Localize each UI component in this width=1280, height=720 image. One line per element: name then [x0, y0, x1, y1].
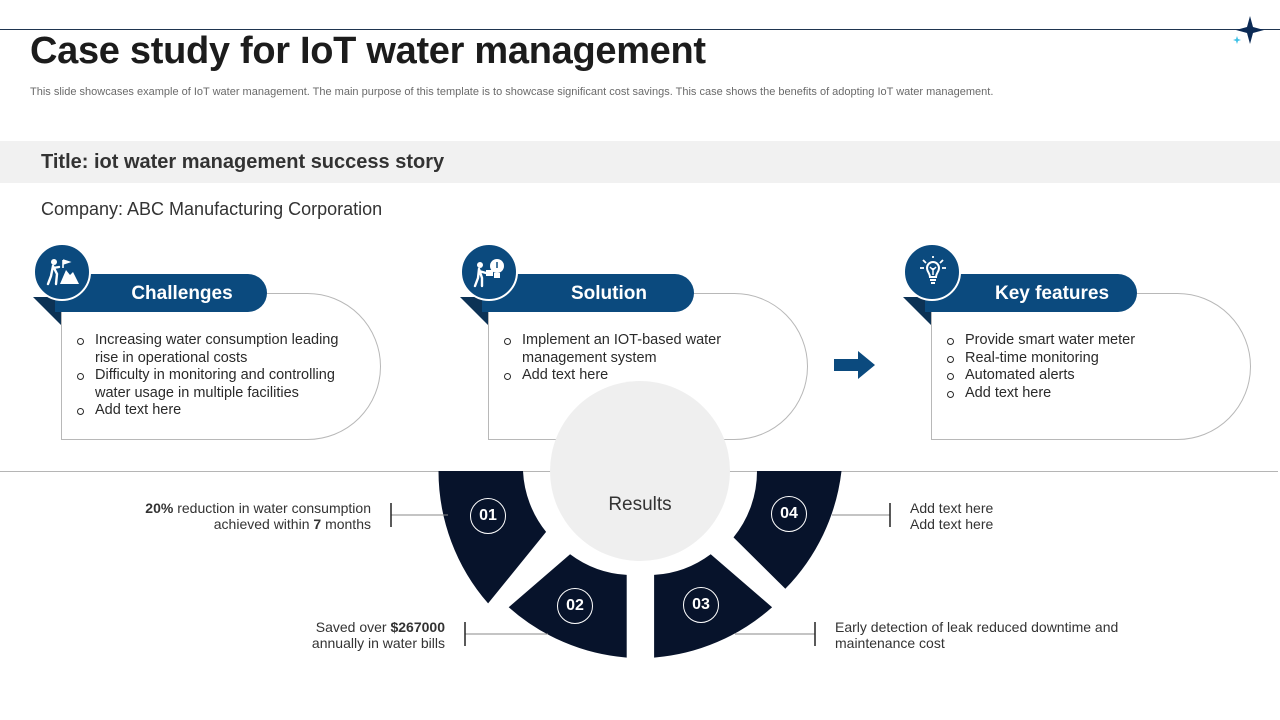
- segment-number-03: 03: [683, 587, 719, 623]
- list-item: Provide smart water meter: [947, 332, 1227, 350]
- list-item: Add text here: [77, 402, 357, 420]
- result-02-text: Saved over $267000 annually in water bil…: [311, 619, 445, 651]
- story-title: Title: iot water management success stor…: [41, 151, 445, 173]
- list-item: Real-time monitoring: [947, 350, 1227, 368]
- list-item: Add text here: [947, 385, 1227, 403]
- solution-list: Implement an IOT-based water management …: [504, 332, 784, 385]
- segment-number-02: 02: [557, 588, 593, 624]
- lightbulb-idea-icon: [903, 243, 961, 301]
- list-item: Add text here: [504, 367, 784, 385]
- segment-01: [438, 471, 547, 604]
- list-item: Automated alerts: [947, 367, 1227, 385]
- top-rule: [0, 29, 1280, 30]
- card-body: [931, 293, 1251, 440]
- segment-number-04: 04: [771, 496, 807, 532]
- card-heading: Solution: [571, 283, 647, 304]
- right-arrow-icon: [834, 351, 875, 379]
- story-title-bar: Title: iot water management success stor…: [0, 141, 1280, 183]
- card-body: [61, 293, 381, 440]
- page-title: Case study for IoT water management: [30, 30, 706, 72]
- list-item: Increasing water consumption leading ris…: [77, 332, 357, 367]
- card-heading-ribbon: Key features: [925, 274, 1137, 312]
- segment-number-01: 01: [470, 498, 506, 534]
- page-subtitle: This slide showcases example of IoT wate…: [30, 86, 994, 98]
- card-heading: Key features: [994, 283, 1110, 304]
- key-features-list: Provide smart water meter Real-time moni…: [947, 332, 1227, 402]
- results-center: [550, 381, 730, 561]
- list-item: Difficulty in monitoring and controlling…: [77, 367, 357, 402]
- card-heading-ribbon: Challenges: [55, 274, 267, 312]
- challenges-card: Challenges Increasing water consumption …: [33, 243, 393, 453]
- list-item: Implement an IOT-based water management …: [504, 332, 784, 367]
- results-label: Results: [608, 494, 672, 515]
- card-heading-ribbon: Solution: [482, 274, 694, 312]
- card-heading: Challenges: [131, 283, 233, 304]
- result-03-text: Early detection of leak reduced downtime…: [835, 619, 1119, 651]
- sparkle-icon: [1233, 16, 1264, 44]
- climber-obstacle-icon: [33, 243, 91, 301]
- result-01-text: 20% reduction in water consumption achie…: [145, 500, 371, 532]
- challenges-list: Increasing water consumption leading ris…: [77, 332, 357, 420]
- person-lightbulb-icon: [460, 243, 518, 301]
- result-04-text: Add text here Add text here: [910, 500, 994, 532]
- company-name: Company: ABC Manufacturing Corporation: [41, 199, 383, 219]
- key-features-card: Key features Provide smart water meter R…: [903, 243, 1263, 453]
